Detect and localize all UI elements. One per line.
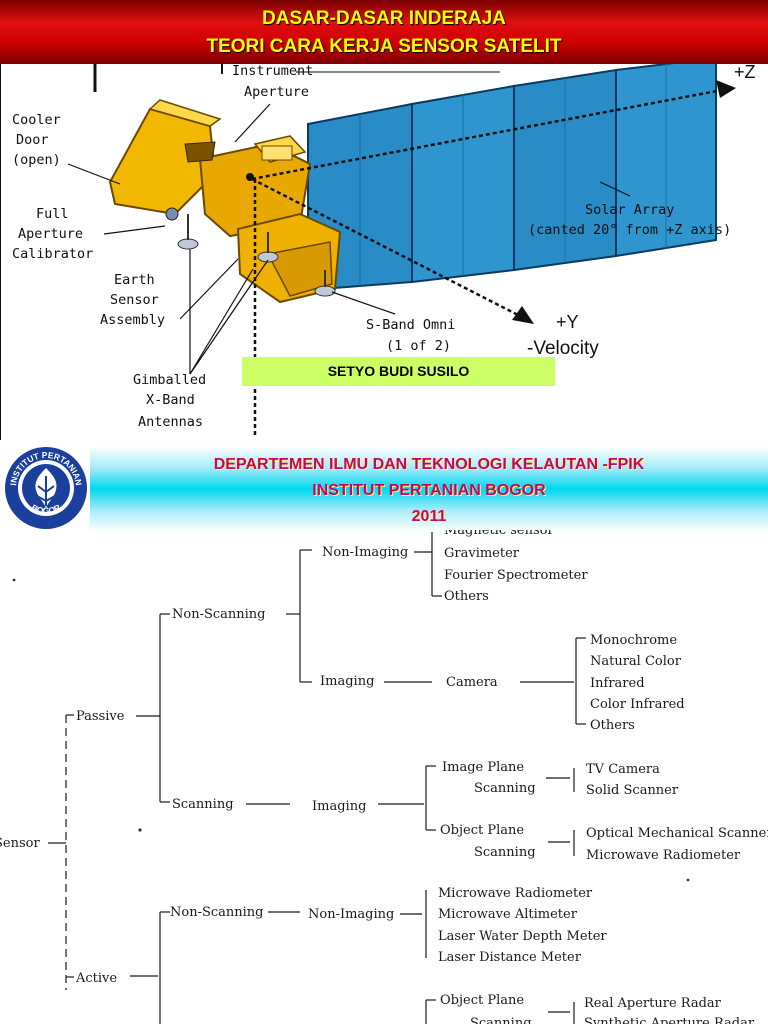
passive-nonimaging-item: Fourier Spectrometer <box>444 568 588 583</box>
camera-list: Monochrome Natural Color Infrared Color … <box>590 633 685 733</box>
logo-bottom-text: BOGOR <box>30 502 62 516</box>
earth-sensor-label-3: Assembly <box>100 312 165 328</box>
image-plane-item: Solid Scanner <box>586 783 679 798</box>
tree-active-nonscanning: Non-Scanning <box>170 905 264 920</box>
department-line-1: DEPARTEMEN ILMU DAN TEKNOLOGI KELAUTAN -… <box>213 456 645 473</box>
active-object-item: Real Aperture Radar <box>584 996 722 1011</box>
cooler-label-3: (open) <box>12 152 61 168</box>
image-plane-label: Image Plane <box>442 760 524 775</box>
earth-sensor-label-1: Earth <box>114 272 155 288</box>
tree-passive-nonimaging: Non-Imaging <box>322 545 408 560</box>
instrument-label-1: Instrument <box>232 64 313 79</box>
active-object-plane-label: Object Plane <box>440 993 524 1008</box>
gimballed-label-1: Gimballed <box>133 372 206 388</box>
tree-active: Active <box>75 971 117 986</box>
tree-active-nonimaging: Non-Imaging <box>308 907 394 922</box>
instrument-label-2: Aperture <box>244 84 309 100</box>
active-nonimaging-item: Laser Water Depth Meter <box>438 929 607 944</box>
full-aperture-label-2: Aperture <box>18 226 83 242</box>
cooler-label-1: Cooler <box>12 112 61 128</box>
s-band-label-2: (1 of 2) <box>386 338 451 354</box>
department-line-3: 2011 <box>411 508 447 525</box>
title-line-1: DASAR-DASAR INDERAJA <box>262 8 506 29</box>
axis-lines <box>251 71 736 436</box>
camera-item: Monochrome <box>590 633 677 648</box>
s-band-label-1: S-Band Omni <box>366 317 455 333</box>
tree-root: Sensor <box>0 836 40 851</box>
camera-item: Color Infrared <box>590 697 685 712</box>
passive-nonimaging-item: Gravimeter <box>444 546 520 561</box>
department-banner: DEPARTEMEN ILMU DAN TEKNOLOGI KELAUTAN -… <box>90 446 768 532</box>
department-line-2: INSTITUT PERTANIAN BOGOR <box>312 482 546 499</box>
tree-passive-imaging: Imaging <box>320 674 374 689</box>
svg-text:BOGOR: BOGOR <box>30 502 62 516</box>
full-aperture-label-3: Calibrator <box>12 246 93 262</box>
passive-nonimaging-list: Magnetic sensor Gravimeter Fourier Spect… <box>444 523 588 604</box>
camera-item: Infrared <box>590 676 645 691</box>
gimballed-label-2: X-Band <box>146 392 195 408</box>
tree-passive-nonscanning: Non-Scanning <box>172 607 266 622</box>
active-nonimaging-list: Microwave Radiometer Microwave Altimeter… <box>438 886 607 965</box>
active-object-plane-scanning: Scanning <box>470 1016 532 1024</box>
image-plane-item: TV Camera <box>586 762 660 777</box>
title-line-2: TEORI CARA KERJA SENSOR SATELIT <box>206 36 562 57</box>
sensor-classification-tree: Sensor Passive Non-Scanning Non-Imaging … <box>0 523 768 1029</box>
active-nonimaging-item: Microwave Altimeter <box>438 907 578 922</box>
object-plane-scanning: Scanning <box>474 845 536 860</box>
full-aperture-label-1: Full <box>36 206 69 222</box>
plus-y-label: +Y <box>556 312 579 332</box>
satellite-diagram: Instrument Aperture Cooler Door (open) F… <box>0 64 768 440</box>
author-box: SETYO BUDI SUSILO <box>242 357 555 386</box>
satellite-illustration: Instrument Aperture Cooler Door (open) F… <box>0 64 756 440</box>
camera-item: Natural Color <box>590 654 682 669</box>
satellite-body <box>108 99 342 304</box>
cooler-label-2: Door <box>16 132 49 148</box>
object-plane-item: Microwave Radiometer <box>586 848 741 863</box>
ipb-logo: INSTITUT PERTANIAN BOGOR <box>5 447 87 529</box>
solar-array-sublabel: (canted 20° from +Z axis) <box>528 222 731 238</box>
gimballed-label-3: Antennas <box>138 414 203 430</box>
tree-passive-scanning: Scanning <box>172 797 234 812</box>
passive-nonimaging-item: Others <box>444 589 489 604</box>
solar-array <box>307 64 717 292</box>
tree-passive: Passive <box>76 709 125 724</box>
earth-sensor-label-2: Sensor <box>110 292 159 308</box>
image-plane-scanning: Scanning <box>474 781 536 796</box>
object-plane-item: Optical Mechanical Scanner <box>586 826 768 841</box>
active-object-item: Synthetic Aperture Radar <box>584 1016 755 1024</box>
velocity-label: -Velocity <box>527 338 599 359</box>
object-plane-label: Object Plane <box>440 823 524 838</box>
camera-item: Others <box>590 718 635 733</box>
tree-camera: Camera <box>446 675 498 690</box>
classification-tree-svg: Sensor Passive Non-Scanning Non-Imaging … <box>0 523 768 1029</box>
active-nonimaging-item: Microwave Radiometer <box>438 886 593 901</box>
solar-array-label: Solar Array <box>585 202 674 218</box>
active-nonimaging-item: Laser Distance Meter <box>438 950 582 965</box>
title-banner: DASAR-DASAR INDERAJA TEORI CARA KERJA SE… <box>0 0 768 64</box>
passive-nonimaging-item: Magnetic sensor <box>444 530 554 538</box>
leader-lines <box>67 103 631 375</box>
plus-z-label: +Z <box>734 64 756 82</box>
tree-scanning-imaging: Imaging <box>312 799 366 814</box>
